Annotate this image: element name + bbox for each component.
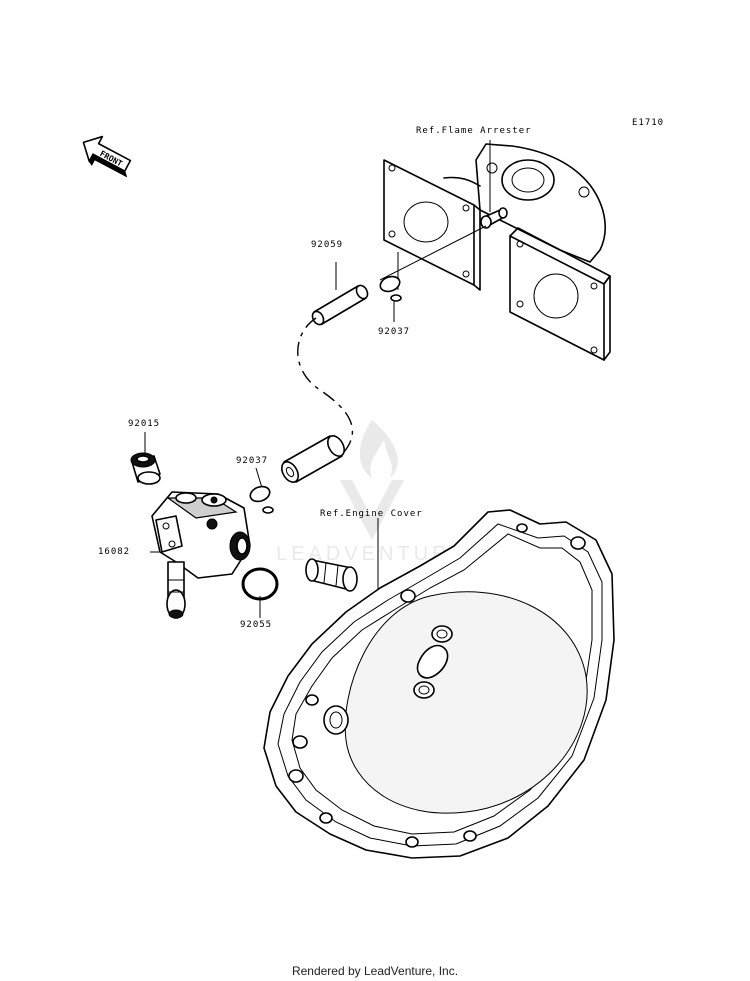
ref-flame-arrester-label: Ref.Flame Arrester [416, 126, 532, 136]
clamp-92037-upper [379, 275, 402, 302]
ref-engine-cover-label: Ref.Engine Cover [320, 509, 423, 519]
watermark-text: LEADVENTURE [276, 543, 468, 565]
flame-arrester-assembly [383, 143, 611, 361]
hose-92059-lower [281, 435, 345, 483]
part-number-16082: 16082 [98, 547, 131, 557]
leadventure-watermark: LEADVENTURE [276, 420, 468, 565]
pump-16082 [151, 491, 251, 619]
hose-route-dashed [297, 317, 354, 453]
part-number-92015: 92015 [128, 419, 161, 429]
part-number-92055: 92055 [240, 620, 273, 630]
cap-92015 [130, 452, 161, 485]
drive-shaft [305, 558, 358, 592]
part-number-92037-lower: 92037 [236, 456, 269, 466]
engine-cover [263, 509, 615, 859]
o-ring-92055 [241, 567, 279, 601]
part-number-92059: 92059 [311, 240, 344, 250]
hose-92059-upper [311, 284, 369, 326]
diagram-code: E1710 [632, 118, 665, 128]
clamp-92037-lower [249, 485, 274, 514]
front-arrow-icon: FRONT [82, 135, 132, 178]
footer-credit: Rendered by LeadVenture, Inc. [291, 964, 459, 978]
part-number-92037-upper: 92037 [378, 327, 411, 337]
